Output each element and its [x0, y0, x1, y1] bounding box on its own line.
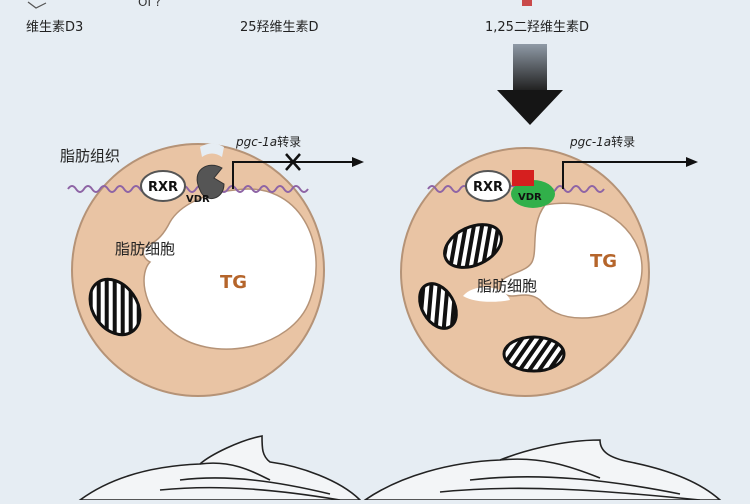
transcription-label-left: pgc-1a转录 [235, 134, 301, 149]
transcription-arrowhead-right [686, 157, 698, 167]
zebrafish-icon [362, 439, 723, 501]
mitochondrion-icon [443, 223, 503, 269]
label-adipocyte-right: 脂肪细胞 [477, 277, 537, 295]
mitochondrion-icon [502, 335, 566, 373]
mitochondrion-icon [418, 282, 458, 330]
vdr-receptor-right [511, 170, 555, 208]
label-vdr-right: VDR [518, 192, 542, 203]
mitochondrion-icon [88, 277, 142, 337]
adipocyte-left [71, 143, 325, 397]
label-tg-right: TG [590, 251, 617, 272]
label-rxr-right: RXR [473, 180, 503, 195]
label-adipocyte-left: 脂肪细胞 [115, 240, 175, 258]
dna-strand-left [67, 185, 309, 193]
vdr-receptor-left [196, 164, 225, 199]
label-tg-left: TG [220, 272, 247, 293]
label-125-dihydroxy-vitamin-d: 1,25二羟维生素D [485, 20, 589, 35]
transcription-line-left [232, 161, 352, 189]
x-mark-icon [285, 153, 301, 171]
zebrafish-icon [77, 435, 362, 501]
partial-molecule-icon [27, 1, 47, 9]
rxr-receptor-left [140, 170, 186, 202]
partial-top-label: OI ? [138, 0, 161, 9]
adipocyte-right [400, 147, 650, 397]
label-vdr-left: VDR [186, 194, 210, 205]
lipid-droplet-left [142, 188, 317, 350]
transcription-line-right [562, 161, 686, 189]
transcription-arrowhead-left [352, 157, 364, 167]
lipid-droplet-right [498, 202, 643, 319]
label-rxr-left: RXR [148, 180, 178, 195]
red-molecule-icon [522, 0, 532, 6]
label-25-hydroxy-vitamin-d: 25羟维生素D [240, 20, 319, 35]
rxr-receptor-right [465, 170, 511, 202]
transcription-label-right: pgc-1a转录 [569, 134, 635, 149]
label-vitamin-d3: 维生素D3 [26, 20, 83, 35]
down-arrow-icon [497, 44, 563, 125]
label-adipose-tissue: 脂肪组织 [60, 147, 120, 165]
